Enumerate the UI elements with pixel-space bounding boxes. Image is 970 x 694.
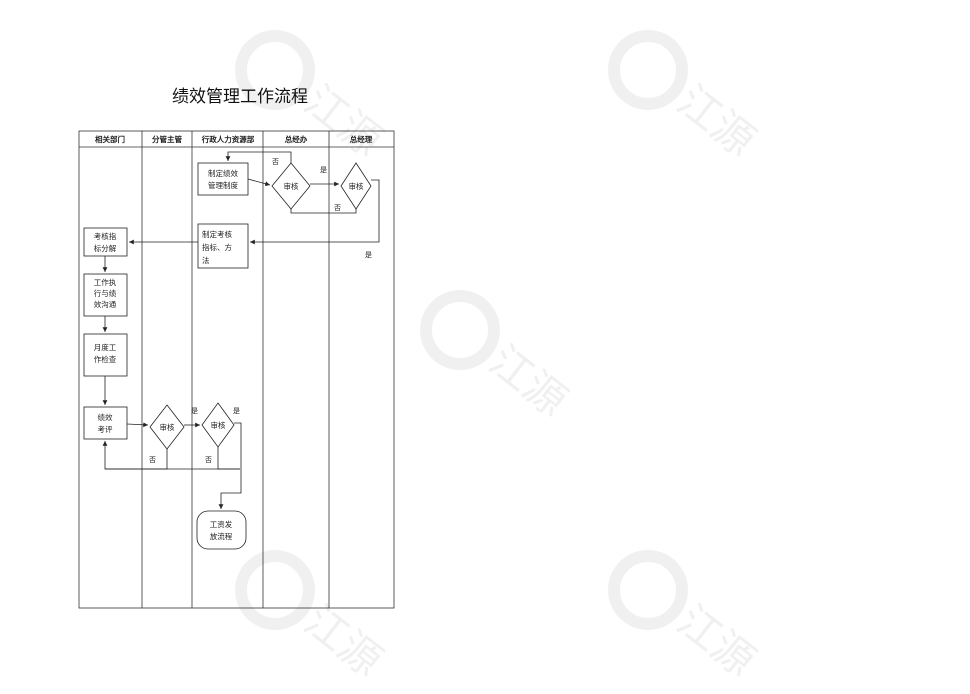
node-text: 工作执 — [94, 277, 117, 287]
edge-label-yes: 是 — [191, 407, 198, 415]
line-supervisor-no — [105, 449, 168, 470]
arrow-policy-to-office — [247, 178, 271, 187]
arrow-gm-yes-to-index — [250, 179, 380, 245]
decision-text: 审核 — [160, 422, 175, 432]
node-text: 制定绩效 — [208, 168, 238, 178]
node-text: 考评 — [98, 425, 113, 434]
arrow-no-back-to-evaluate — [102, 441, 240, 470]
process-policy: 制定绩效 管理制度 — [197, 162, 249, 196]
process-index-dept: 考核指 标分解 — [83, 227, 128, 257]
lane-header-hr: 行政人力资源部 — [201, 134, 255, 144]
process-monthly-check: 月度工 作检查 — [83, 333, 128, 377]
page-title: 绩效管理工作流程 — [172, 87, 308, 107]
arrow-gm-no-loop — [290, 209, 357, 214]
edge-label-no: 否 — [149, 456, 156, 464]
decision-text: 审核 — [349, 181, 364, 191]
node-text: 放流程 — [210, 531, 233, 541]
edge-label-yes: 是 — [320, 166, 327, 174]
swimlane-table — [78, 130, 395, 609]
edge-label-yes: 是 — [233, 407, 240, 415]
decision-text: 审核 — [284, 181, 299, 191]
node-text: 效沟通 — [94, 299, 117, 309]
node-text: 制定考核 — [202, 229, 232, 239]
node-text: 管理制度 — [208, 180, 238, 190]
decision-gm-review: 审核 — [340, 162, 372, 210]
arrow-hr-yes-to-salary — [218, 422, 242, 509]
table-border — [78, 130, 395, 609]
node-text: 作检查 — [94, 354, 117, 364]
line-hr-no — [217, 447, 240, 470]
watermark-logo: 江源 — [225, 550, 392, 690]
node-text: 指标、方 — [202, 242, 232, 252]
decision-hr-review: 审核 — [201, 402, 235, 448]
watermark-logo: 江源 — [598, 550, 765, 690]
watermark-logo: 江源 — [598, 30, 765, 170]
decision-office-review: 审核 — [271, 162, 311, 210]
connectors — [102, 151, 380, 509]
edge-label-yes: 是 — [365, 251, 372, 259]
node-text: 标分解 — [94, 243, 117, 253]
lane-header-gm: 总经理 — [350, 134, 373, 144]
lane-header-office: 总经办 — [285, 134, 308, 144]
watermark-logo: 江源 — [225, 30, 392, 170]
lane-header-dept: 相关部门 — [95, 134, 125, 144]
arrow-evaluate-to-supervisor — [126, 422, 149, 428]
node-text: 月度工 — [94, 342, 117, 352]
process-execute: 工作执 行与绩 效沟通 — [83, 273, 128, 317]
node-text: 绩效 — [98, 412, 113, 422]
decision-supervisor-review: 审核 — [149, 404, 185, 450]
edge-label-no: 否 — [205, 456, 212, 464]
watermark-logo: 江源 — [410, 290, 577, 430]
process-index-hr: 制定考核 指标、方 法 — [197, 223, 249, 269]
edge-label-no: 否 — [334, 204, 341, 212]
terminator-salary: 工资发 放流程 — [196, 510, 247, 550]
decision-text: 审核 — [211, 420, 226, 430]
node-text: 工资发 — [210, 519, 233, 529]
edge-label-no: 否 — [272, 158, 279, 166]
node-text: 考核指 — [94, 231, 117, 241]
arrow-office-no-loop — [225, 151, 292, 163]
node-text: 法 — [202, 255, 210, 265]
lane-header-supervisor: 分管主管 — [152, 134, 182, 144]
process-evaluate: 绩效 考评 — [83, 406, 128, 440]
node-text: 行与绩 — [94, 288, 117, 298]
